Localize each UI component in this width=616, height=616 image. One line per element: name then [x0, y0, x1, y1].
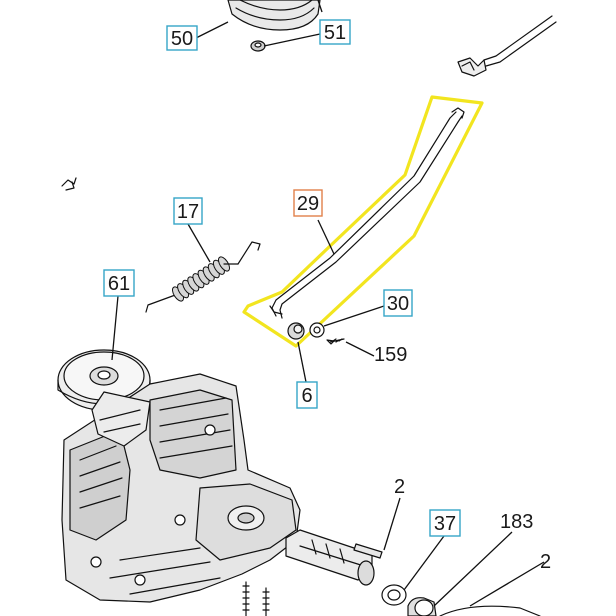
- highlight-frame: [242, 95, 484, 348]
- svg-text:2: 2: [394, 476, 405, 498]
- spacer-183: [407, 597, 437, 616]
- callout-159[interactable]: 159: [374, 344, 407, 366]
- svg-text:30: 30: [387, 293, 409, 315]
- transaxle-pulley-61: [57, 349, 151, 411]
- bottom-bolts: [242, 581, 270, 616]
- svg-text:37: 37: [434, 513, 456, 535]
- callout-51[interactable]: 51: [319, 19, 351, 45]
- svg-text:61: 61: [108, 273, 130, 295]
- svg-text:2: 2: [540, 551, 551, 573]
- svg-text:29: 29: [297, 193, 319, 215]
- svg-text:159: 159: [374, 344, 407, 366]
- axle-shaft: [285, 529, 375, 586]
- callout-183[interactable]: 183: [500, 511, 533, 533]
- callout-6[interactable]: 6: [296, 381, 318, 409]
- linkage-rod-top: [457, 15, 557, 77]
- bolt-159: [326, 338, 345, 345]
- callout-30[interactable]: 30: [383, 289, 413, 317]
- key-2: [353, 543, 383, 559]
- callout-17[interactable]: 17: [173, 197, 203, 225]
- callout-50[interactable]: 50: [166, 25, 198, 51]
- callout-2-partial[interactable]: 2: [540, 551, 551, 573]
- bushing-6: [287, 322, 305, 340]
- callout-61[interactable]: 61: [103, 269, 135, 297]
- callout-37[interactable]: 37: [429, 509, 461, 537]
- svg-text:51: 51: [324, 22, 346, 44]
- transaxle-housing: [61, 373, 301, 603]
- pulley-top: [227, 0, 321, 52]
- callout-2[interactable]: 2: [394, 476, 405, 498]
- control-rod-29: [269, 107, 465, 319]
- svg-text:50: 50: [171, 28, 193, 50]
- spring-17: [145, 241, 261, 313]
- leader-lines: [111, 0, 545, 607]
- ring-partial: [439, 605, 541, 616]
- washer-30: [309, 322, 325, 338]
- svg-text:183: 183: [500, 511, 533, 533]
- washer-37: [381, 584, 407, 606]
- fastener-symbol: [61, 177, 77, 191]
- svg-text:17: 17: [177, 201, 199, 223]
- svg-text:6: 6: [301, 385, 312, 407]
- callout-29[interactable]: 29: [293, 189, 323, 217]
